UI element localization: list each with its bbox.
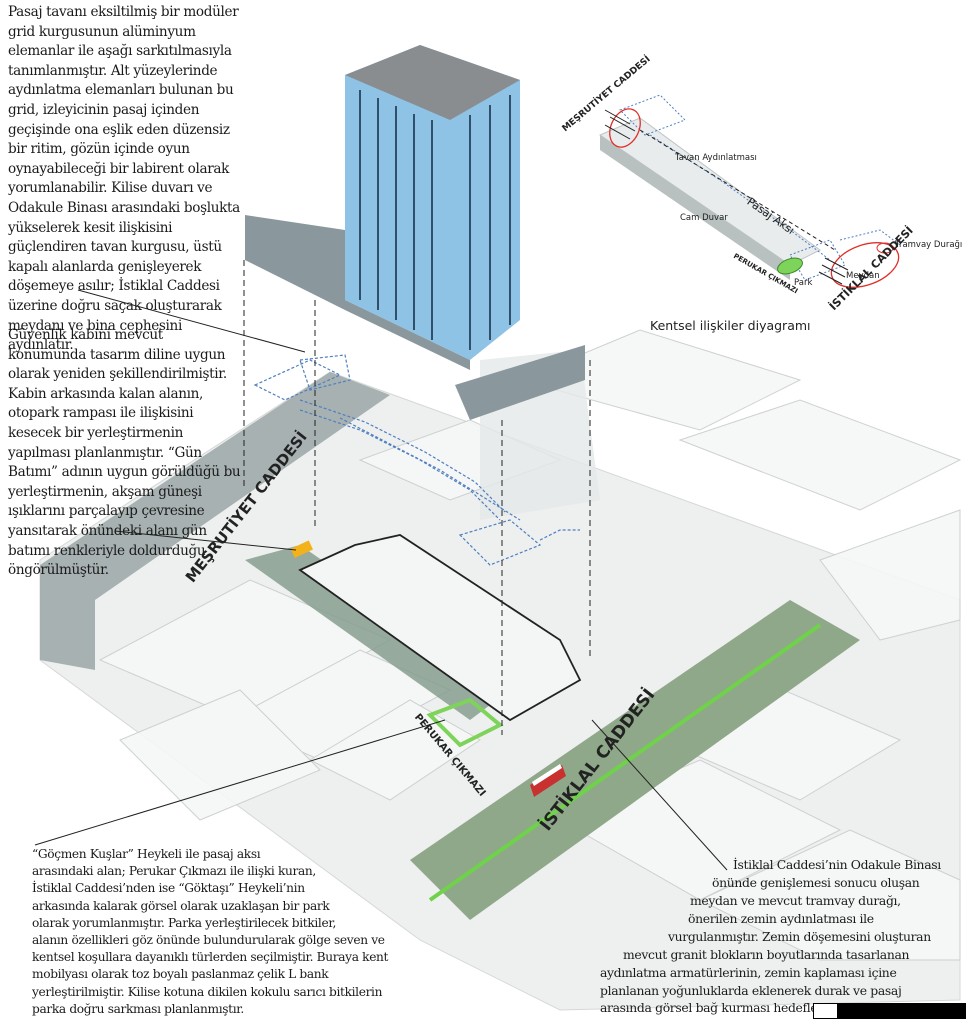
text-line: konumunda tasarım diline uygun — [8, 346, 226, 363]
text-line: arkasında kalarak görsel olarak uzaklaşa… — [32, 898, 330, 913]
text-line: kentsel koşullara dayanıklı türlerden se… — [32, 950, 389, 965]
text-line: güçlendiren tavan kurgusu, üstü — [8, 239, 222, 256]
urban-relations-diagram — [598, 94, 901, 288]
park-description: “Göçmen Kuşlar” Heykeli ile pasaj aksı ar… — [32, 846, 452, 1018]
text-line: Güvenlik kabini mevcut — [8, 327, 163, 343]
text-line: yerleştirilmiştir. Kilise kotuna dikilen… — [32, 984, 383, 999]
tram — [530, 764, 566, 797]
text-line: olarak yeniden şekillendirilmiştir. — [8, 366, 227, 383]
text-line: planlanan yoğunluklarda eklenerek durak … — [600, 983, 902, 998]
text-line: “Göçmen Kuşlar” Heykeli ile pasaj aksı — [32, 847, 261, 861]
diagram-label-cam-duvar: Cam Duvar — [680, 213, 728, 223]
diagram-label-tavan: Tavan Aydınlatması — [675, 153, 757, 163]
passage-arcade — [245, 545, 510, 720]
odakule-tower — [245, 45, 585, 420]
diagram-title: Kentsel ilişkiler diyagramı — [650, 318, 811, 333]
istiklal-street — [410, 600, 860, 920]
text-line: arasında görsel bağ kurması hedeflenmişt… — [600, 1000, 863, 1015]
callout-leaders — [34, 289, 728, 871]
scale-bar — [813, 1003, 966, 1019]
text-line: Odakule Binası arasındaki boşlukta — [8, 199, 240, 216]
text-line: oynayabileceği bir labirent olarak — [8, 160, 230, 177]
projection-lines — [243, 260, 591, 735]
text-line: kapalı alanlarda genişleyerek — [8, 258, 202, 275]
text-line: üzerine doğru saçak oluşturarak — [8, 297, 222, 314]
park-area — [426, 697, 504, 748]
sunset-cabin — [290, 540, 313, 558]
text-line: Kabin arkasında kalan alanın, — [8, 385, 203, 402]
text-line: aydınlatır. — [8, 337, 74, 354]
text-line: öngörülmüştür. — [8, 562, 109, 579]
diagram-label-tramvay: Tramvay Durağı — [895, 240, 963, 250]
mesrutiyet-street-band — [40, 372, 390, 670]
text-line: geçişinde ona eşlik eden düzensiz — [8, 121, 230, 138]
diagram-label-meydan: Meydan — [846, 271, 880, 281]
text-line: meydan ve mevcut tramvay durağı, — [690, 893, 901, 908]
text-line: Batımı” adının uygun görüldüğü bu — [8, 464, 241, 481]
text-line: mobilyası olarak toz boyalı paslanmaz çe… — [32, 967, 329, 982]
ceiling-grid-description: Pasaj tavanı eksiltilmiş bir modüler grid… — [8, 3, 298, 356]
text-line: parka doğru sarkması planlanmıştır. — [32, 1001, 244, 1016]
text-line: İstiklal Caddesi’nin Odakule Binası — [733, 857, 941, 872]
text-line: yorumlanabilir. Kilise duvarı ve — [8, 180, 213, 197]
text-line: döşemeye asılır; İstiklal Caddesi — [8, 278, 220, 295]
text-line: aydınlatma elemanları bulunan bu — [8, 82, 234, 99]
text-line: yerleştirmenin, akşam güneşi — [8, 483, 202, 500]
ceiling-grid — [253, 354, 580, 566]
text-line: İstiklal Caddesi’nden ise “Göktaşı” Heyk… — [32, 881, 305, 896]
text-line: yükselerek kesit ilişkisini — [8, 219, 173, 236]
passage-roof — [298, 534, 582, 722]
text-line: yansıtarak önündeki alanı gün — [8, 522, 207, 539]
text-line: grid kurgusunun alüminyum — [8, 23, 196, 40]
text-line: bir ritim, gözün içinde oyun — [8, 141, 190, 158]
diagram-label-park: Park — [794, 278, 813, 288]
text-line: tanımlanmıştır. Alt yüzeylerinde — [8, 62, 218, 79]
text-line: otopark rampası ile ilişkisini — [8, 405, 194, 422]
text-line: önünde genişlemesi sonucu oluşan — [712, 875, 920, 890]
text-line: yapılması planlanmıştır. “Gün — [8, 444, 202, 461]
text-line: elemanlar ile aşağı sarkıtılmasıyla — [8, 43, 232, 60]
text-line: alanın özellikleri göz önünde bulundurul… — [32, 933, 385, 948]
security-cabin-description: Güvenlik kabini mevcut konumunda tasarım … — [8, 326, 298, 581]
text-line: meydanı ve bina cephesini — [8, 317, 182, 334]
text-line: aydınlatma armatürlerinin, zemin kaplama… — [600, 965, 897, 980]
text-line: Pasaj tavanı eksiltilmiş bir modüler — [8, 4, 239, 20]
text-line: önerilen zemin aydınlatması ile — [688, 911, 874, 926]
text-line: vurgulanmıştır. Zemin döşemesini oluştur… — [668, 929, 931, 944]
text-line: arasındaki alan; Perukar Çıkmazı ile ili… — [32, 864, 316, 879]
text-line: grid, izleyicinin pasaj içinden — [8, 101, 200, 118]
tram-line — [428, 623, 822, 902]
text-line: kesecek bir yerleştirmenin — [8, 424, 183, 441]
text-line: batımı renkleriyle doldurduğu — [8, 542, 206, 559]
text-line: olarak yorumlanmıştır. Parka yerleştiril… — [32, 915, 336, 930]
text-line: ışıklarını parçalayıp çevresine — [8, 503, 205, 520]
text-line: mevcut granit blokların boyutlarında tas… — [623, 947, 910, 962]
